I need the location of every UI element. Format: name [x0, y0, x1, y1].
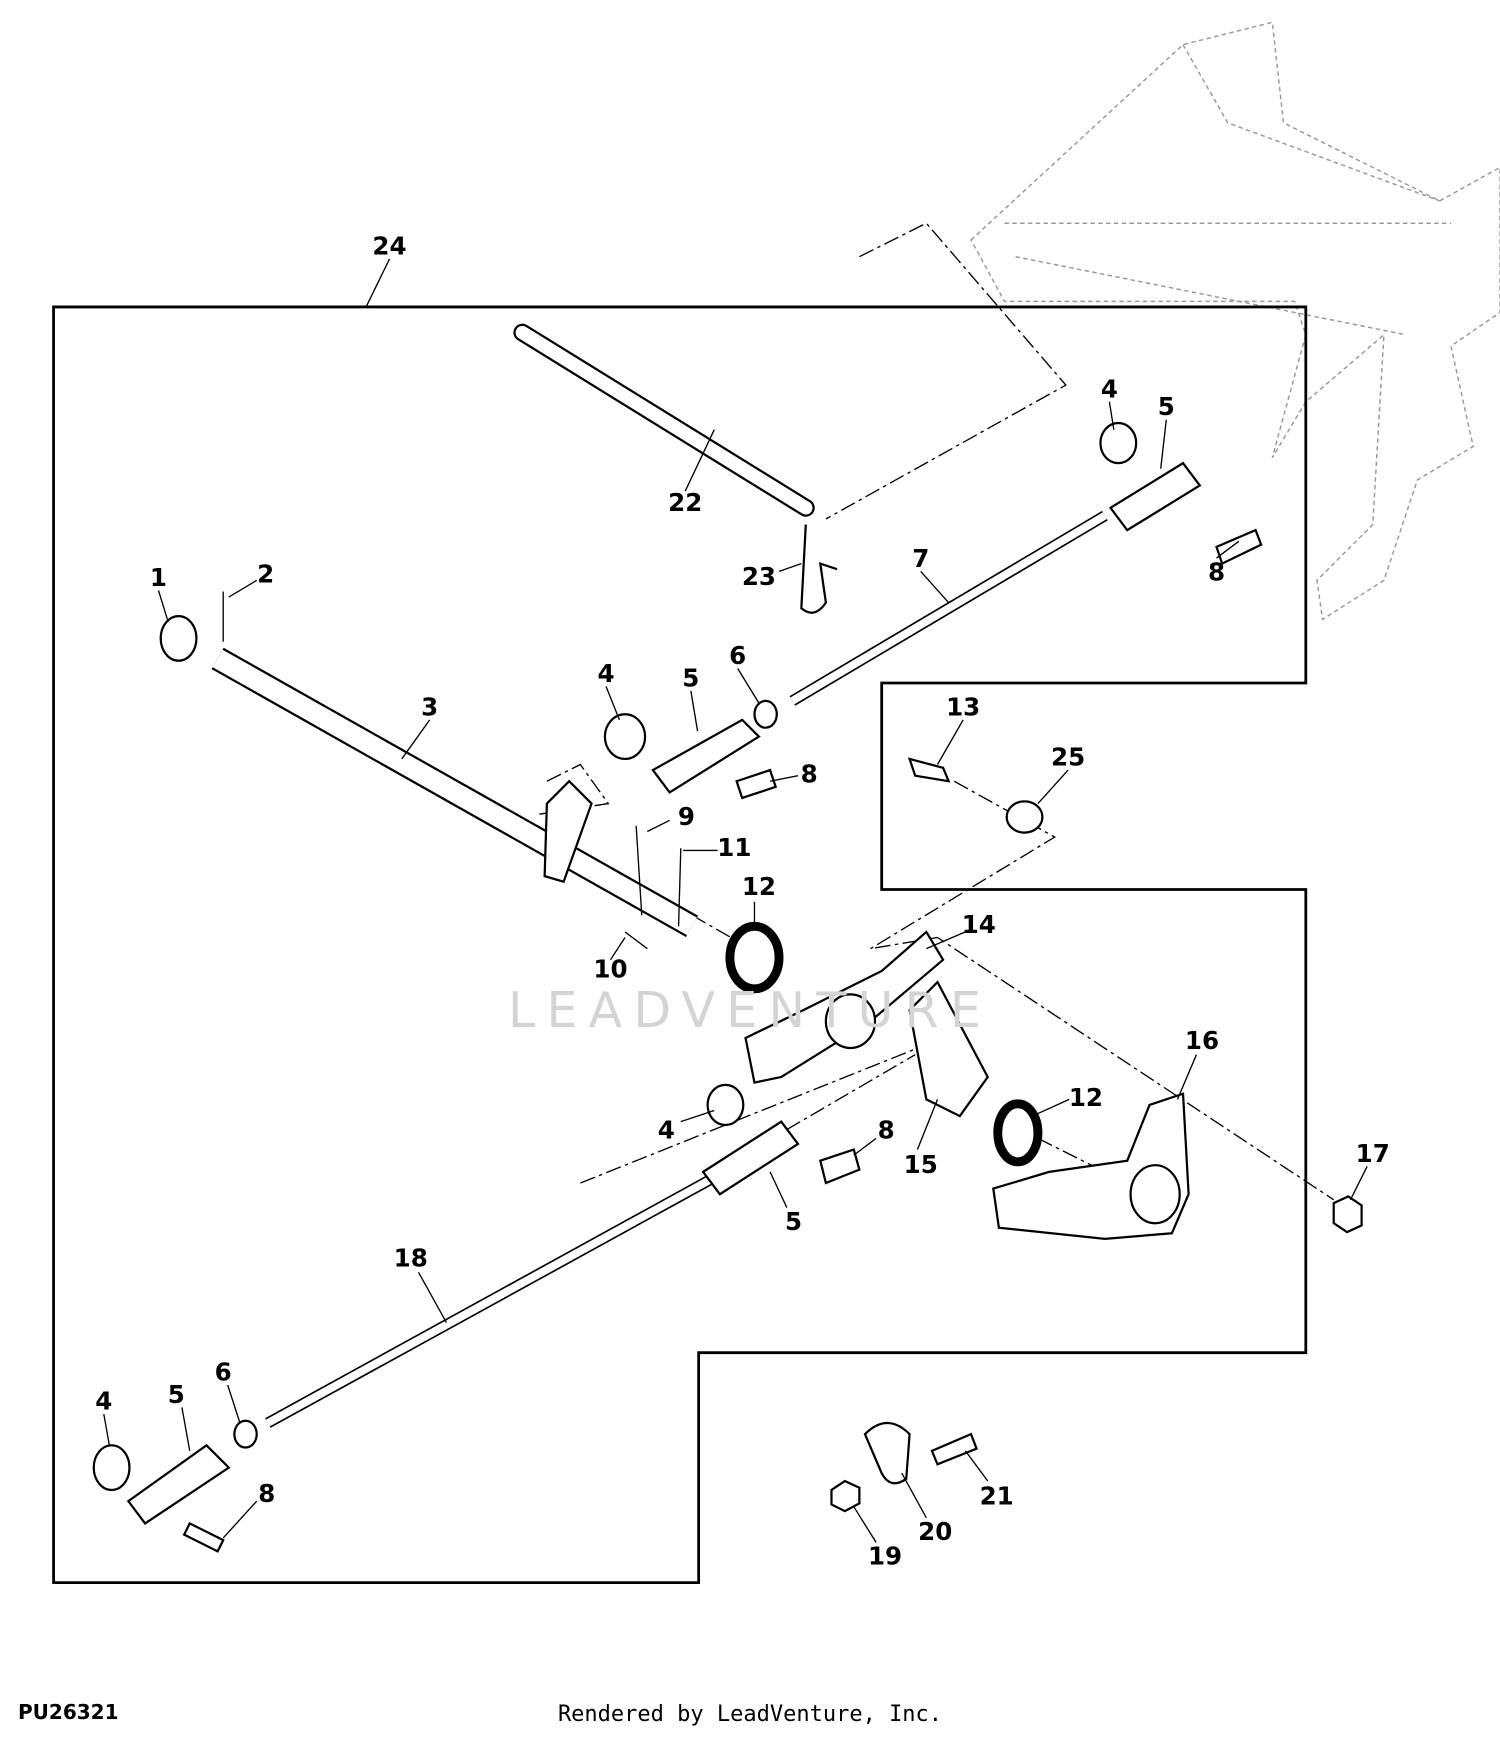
pin-8d [182, 1521, 225, 1553]
callout: 13 [946, 692, 980, 721]
ring-4a [603, 713, 647, 761]
pin-22 [513, 323, 815, 517]
washer-25 [1005, 800, 1044, 834]
clevis-5a [651, 718, 761, 794]
callout: 5 [168, 1380, 185, 1409]
callout: 21 [980, 1481, 1014, 1510]
clevis-5b [1108, 461, 1202, 532]
callout: 4 [597, 659, 614, 688]
callout: 15 [904, 1150, 938, 1179]
callout: 14 [962, 910, 996, 939]
nut-17 [1332, 1195, 1363, 1234]
ring-4b [1099, 421, 1138, 465]
nut-6b [233, 1419, 258, 1449]
bracket-14-hole [824, 993, 877, 1050]
pin-8b [1215, 528, 1263, 566]
pin-8c [818, 1148, 861, 1185]
clevis-5d [126, 1443, 231, 1525]
callout: 16 [1185, 1026, 1219, 1055]
clevis-5c [701, 1120, 800, 1196]
lever-arm [543, 779, 593, 884]
rod-7 [789, 510, 1108, 706]
callout: 6 [215, 1358, 232, 1387]
nut-19 [830, 1479, 861, 1513]
callout: 9 [678, 802, 695, 831]
callout: 12 [742, 872, 776, 901]
bearing-12a [725, 921, 784, 994]
assembly-outline [52, 305, 1308, 1584]
callout: 18 [394, 1244, 428, 1273]
render-credit: Rendered by LeadVenture, Inc. [557, 1702, 943, 1727]
callout: 4 [1101, 374, 1118, 403]
ring-4c [706, 1083, 745, 1127]
clamp-20 [863, 1421, 911, 1485]
shaft-3 [211, 647, 699, 938]
callout-labels: 24 22 4 5 8 7 23 1 2 3 4 5 6 8 9 11 12 1… [95, 231, 1390, 1570]
ring-4d [92, 1444, 131, 1492]
callout: 17 [1356, 1139, 1390, 1168]
callout: 22 [668, 488, 702, 517]
callout: 20 [918, 1517, 952, 1546]
bolt-13 [907, 757, 951, 783]
callout: 8 [878, 1115, 895, 1144]
rod-18 [265, 1172, 717, 1428]
callout: 25 [1051, 743, 1085, 772]
callout: 11 [717, 833, 751, 862]
callout: 8 [258, 1479, 275, 1508]
plate-15 [908, 980, 990, 1118]
pin-9 [635, 825, 643, 916]
frame-ghost [970, 21, 1500, 621]
leader-lines [103, 401, 1368, 1543]
callout: 1 [150, 563, 167, 592]
callout: 12 [1069, 1083, 1103, 1112]
nut-6a [753, 699, 778, 729]
callout: 5 [785, 1207, 802, 1236]
figure-id: PU26321 [18, 1700, 119, 1724]
callout: 6 [729, 641, 746, 670]
callout: 19 [868, 1542, 902, 1571]
callout: 2 [257, 560, 274, 589]
callout: 8 [1208, 557, 1225, 586]
callout: 4 [658, 1115, 675, 1144]
hair-pin-23 [800, 524, 838, 614]
callout: 8 [801, 759, 818, 788]
bracket-16-hole [1129, 1164, 1181, 1225]
pin-10 [624, 931, 648, 950]
callout: 7 [912, 544, 929, 573]
callout: 10 [593, 955, 627, 984]
callout: 5 [682, 663, 699, 692]
callout: 23 [742, 562, 776, 591]
pin-8a [735, 768, 778, 800]
bearing-12b [993, 1099, 1043, 1167]
pin-11 [677, 848, 682, 927]
callout: 24 [372, 231, 406, 260]
bushing-1 [159, 614, 198, 662]
callout: 3 [421, 692, 438, 721]
callout: 5 [1158, 392, 1175, 421]
callout: 4 [95, 1387, 112, 1416]
screw-21 [930, 1432, 978, 1466]
